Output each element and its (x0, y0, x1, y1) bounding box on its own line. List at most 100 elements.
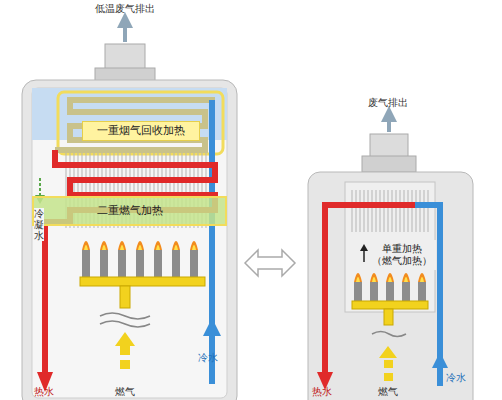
illustration-part (370, 282, 378, 301)
illustration-part (45, 150, 215, 372)
illustration-part (392, 190, 393, 232)
illustration-part (386, 273, 394, 282)
illustration-part (190, 250, 198, 277)
illustration-part (402, 273, 410, 301)
illustration-part (418, 282, 426, 301)
exhaust-label: 低温废气排出 (95, 3, 155, 14)
illustration-part (55, 100, 212, 384)
gas-label: 燃气 (378, 386, 398, 397)
illustration-part (154, 250, 162, 277)
illustration-part (386, 273, 394, 301)
illustration-part (360, 244, 368, 251)
illustration-part (118, 241, 126, 250)
cold-water-label: 冷水 (198, 352, 218, 363)
illustration-part (138, 245, 142, 250)
illustration-part (384, 190, 385, 232)
illustration-part (100, 250, 108, 277)
illustration-part (379, 346, 397, 358)
illustration-part (432, 352, 448, 368)
illustration-part (416, 190, 417, 232)
illustration-part (154, 241, 162, 277)
cold-water-label: 冷水 (446, 372, 466, 383)
illustration-part (362, 156, 416, 172)
illustration-part (364, 190, 365, 232)
illustration-part (404, 190, 405, 232)
illustration-part (156, 245, 160, 250)
illustration-part (356, 190, 357, 232)
illustration-part (154, 241, 162, 250)
illustration-part (376, 190, 377, 232)
illustration-part (356, 277, 360, 282)
illustration-part (418, 273, 426, 301)
illustration-part (100, 241, 108, 250)
illustration-part (22, 80, 237, 400)
illustration-part (404, 277, 408, 282)
stage-text: 一重烟气回收加热 (97, 124, 185, 137)
illustration-part (32, 88, 227, 398)
illustration-part (39, 178, 41, 196)
illustration-part (80, 277, 205, 286)
illustration-part (396, 190, 397, 232)
illustration-part (360, 190, 361, 232)
illustration-part (420, 190, 421, 232)
illustration-part (352, 190, 353, 232)
condensate-label: 冷凝水 (34, 208, 44, 241)
stage-text: 二重燃气加热 (97, 204, 163, 217)
illustration-part (136, 241, 144, 277)
illustration-part (354, 273, 362, 301)
illustration-part (136, 241, 144, 250)
illustration-part (120, 286, 130, 308)
illustration-part (370, 273, 378, 282)
illustration-part (118, 241, 126, 277)
illustration-part (400, 190, 401, 232)
illustration-part (387, 114, 391, 132)
illustration-part (408, 190, 409, 232)
illustration-part (115, 332, 135, 346)
illustration-part (370, 273, 378, 301)
illustration-part (245, 250, 295, 276)
illustration-part (388, 277, 392, 282)
heating-stage-band: 一重烟气回收加热 (82, 121, 200, 141)
illustration-part (190, 241, 198, 250)
illustration-part (82, 250, 90, 277)
exhaust-label: 废气排出 (368, 97, 408, 108)
illustration-part (388, 190, 389, 232)
illustration-part (82, 241, 90, 250)
illustration-part (380, 190, 381, 232)
illustration-part (120, 346, 130, 355)
illustration-part (100, 313, 150, 327)
illustration-part (325, 205, 415, 372)
illustration-part (203, 318, 221, 336)
illustration-part (345, 182, 435, 312)
illustration-part (412, 190, 413, 232)
illustration-part (308, 172, 473, 400)
illustration-part (82, 241, 90, 277)
illustration-part (352, 190, 428, 232)
illustration-part (354, 282, 362, 301)
illustration-part (172, 250, 180, 277)
illustration-part (372, 332, 406, 337)
illustration-part (192, 245, 196, 250)
illustration-part (372, 277, 376, 282)
heating-stage-label: 单重加热 （燃气加热） (368, 240, 436, 270)
illustration-part (384, 309, 393, 325)
illustration-part (372, 190, 373, 232)
illustration-part (368, 190, 369, 232)
illustration-part (402, 282, 410, 301)
illustration-part (384, 360, 393, 368)
illustration-part (384, 373, 393, 381)
illustration-part (123, 20, 127, 42)
illustration-part (415, 205, 440, 386)
illustration-part (386, 282, 394, 301)
illustration-part (100, 241, 108, 277)
stage-text: 单重加热 （燃气加热） (370, 243, 434, 267)
illustration-part (174, 245, 178, 250)
illustration-part (418, 273, 426, 282)
gas-label: 燃气 (115, 386, 135, 397)
hot-water-label: 热水 (34, 386, 54, 397)
hot-water-label: 热水 (312, 386, 332, 397)
illustration-part (190, 241, 198, 277)
illustration-part (120, 245, 124, 250)
illustration-part (402, 273, 410, 282)
